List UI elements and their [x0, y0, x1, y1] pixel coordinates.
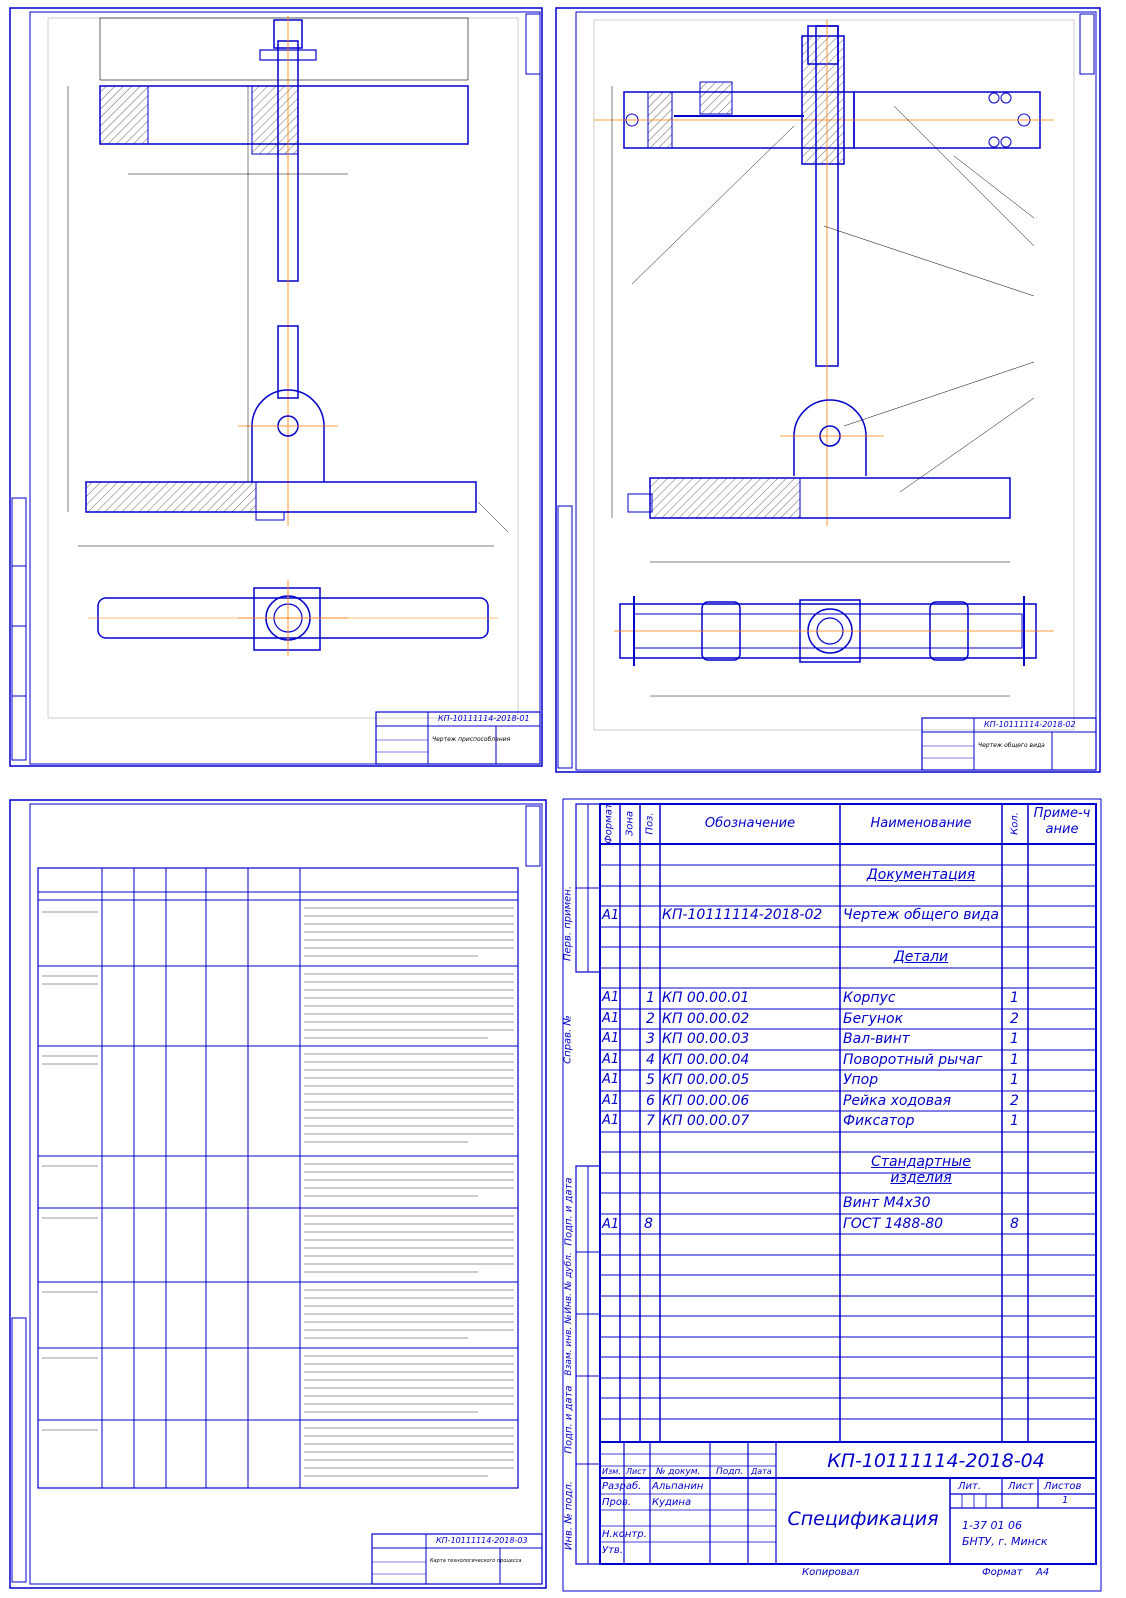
stamp-title: Спецификация [787, 1508, 939, 1530]
part-format: А1 [602, 1093, 620, 1108]
stamp-podp: Подп. [716, 1467, 744, 1477]
part-designation: КП 00.00.04 [662, 1052, 750, 1068]
part-qty: 1 [1010, 1113, 1019, 1129]
side-label-podp-data-1: Подп. и дата [563, 1177, 575, 1246]
drawing-sheet-2[interactable]: КП-10111114-2018-02 Чертеж общего вида [554, 6, 1102, 774]
part-pos: 2 [646, 1011, 655, 1027]
stamp-prov-name: Кудина [652, 1497, 692, 1508]
part-pos: 1 [646, 990, 655, 1006]
sheet-1-code: КП-10111114-2018-01 [438, 714, 530, 723]
header-designation: Обозначение [704, 816, 796, 831]
stamp-izm: Изм. [602, 1467, 621, 1476]
header-zone: Зона [624, 810, 636, 837]
doc-row-designation: КП-10111114-2018-02 [662, 907, 823, 923]
side-label-vzam-inv: Взам. инв. № [564, 1314, 574, 1376]
part-format: А1 [602, 1011, 620, 1026]
part-name: Фиксатор [843, 1113, 915, 1129]
section-parts: Детали [893, 949, 949, 965]
drawing-sheet-3[interactable]: КП-10111114-2018-03 Карта технологическо… [8, 798, 548, 1590]
header-note: Приме-чание [1033, 806, 1091, 837]
std-row-qty: 8 [1010, 1216, 1019, 1232]
side-label-perv-primen: Перв. примен. [562, 885, 574, 962]
part-designation: КП 00.00.02 [662, 1011, 750, 1027]
part-format: А1 [602, 1113, 620, 1128]
part-designation: КП 00.00.05 [662, 1072, 750, 1088]
stamp-data: Дата [751, 1467, 772, 1476]
stamp-format: Формат [982, 1567, 1023, 1578]
part-name: Поворотный рычаг [843, 1052, 983, 1068]
stamp-razrab-name: Альпанин [652, 1481, 704, 1492]
stamp-razrab: Разраб. [602, 1481, 642, 1492]
stamp-sheets: Листов [1044, 1481, 1082, 1492]
part-pos: 5 [646, 1072, 655, 1088]
side-label-podp-data-2: Подп. и дата [563, 1385, 575, 1454]
part-format: А1 [602, 1031, 620, 1046]
stamp-group: 1-37 01 06 [962, 1519, 1022, 1532]
sheet-3-code: КП-10111114-2018-03 [436, 1536, 528, 1545]
part-pos: 4 [646, 1052, 655, 1068]
part-format: А1 [602, 990, 620, 1005]
header-name: Наименование [870, 816, 972, 831]
stamp-nkontr: Н.контр. [602, 1529, 647, 1540]
sheet-1-title: Чертеж приспособления [432, 736, 511, 743]
std-row-name-1: Винт М4х30 [843, 1195, 931, 1211]
stamp-organization: БНТУ, г. Минск [962, 1535, 1048, 1548]
part-designation: КП 00.00.07 [662, 1113, 750, 1129]
part-designation: КП 00.00.06 [662, 1093, 750, 1109]
sheet-3-title: Карта технологического процесса [430, 1558, 522, 1564]
doc-row-format: А1 [602, 908, 620, 923]
part-name: Бегунок [843, 1011, 904, 1027]
part-qty: 1 [1010, 1072, 1019, 1088]
part-format: А1 [602, 1052, 620, 1067]
header-pos: Поз. [644, 812, 656, 835]
std-row-pos: 8 [644, 1216, 653, 1232]
sheet-2-title: Чертеж общего вида [978, 742, 1045, 749]
stamp-prov: Пров. [602, 1497, 632, 1508]
part-designation: КП 00.00.03 [662, 1031, 750, 1047]
side-label-inv-dubl: Инв. № дубл. [564, 1252, 574, 1314]
stamp-list: Лист [626, 1467, 647, 1476]
part-format: А1 [602, 1072, 620, 1087]
part-designation: КП 00.00.01 [662, 990, 750, 1006]
part-qty: 1 [1010, 990, 1019, 1006]
stamp-sheets-value: 1 [1062, 1495, 1069, 1506]
sheet-2-code: КП-10111114-2018-02 [984, 720, 1076, 729]
header-format: Формат [603, 803, 615, 844]
part-pos: 3 [646, 1031, 655, 1047]
stamp-code: КП-10111114-2018-04 [827, 1450, 1045, 1472]
side-label-inv-podl: Инв. № подл. [563, 1481, 575, 1550]
stamp-utv: Утв. [602, 1545, 623, 1556]
stamp-lit: Лит. [958, 1481, 982, 1492]
specification-sheet[interactable]: Перв. примен. Справ. № Подп. и дата Инв.… [562, 798, 1102, 1592]
part-pos: 7 [646, 1113, 655, 1129]
section-documentation: Документация [866, 867, 976, 883]
side-label-sprav-no: Справ. № [562, 1015, 574, 1064]
part-qty: 1 [1010, 1031, 1019, 1047]
std-row-name-2: ГОСТ 1488-80 [843, 1216, 944, 1232]
part-name: Упор [843, 1072, 879, 1088]
stamp-sheet: Лист [1008, 1481, 1034, 1492]
header-qty: Кол. [1009, 812, 1021, 835]
stamp-copied: Копировал [802, 1567, 860, 1578]
part-name: Вал-винт [843, 1031, 910, 1047]
part-qty: 2 [1010, 1093, 1019, 1109]
part-qty: 2 [1010, 1011, 1019, 1027]
section-standard-items: Стандартные изделия [871, 1154, 971, 1186]
part-pos: 6 [646, 1093, 655, 1109]
stamp-format-value: А4 [1036, 1567, 1050, 1578]
part-name: Корпус [843, 990, 896, 1006]
part-name: Рейка ходовая [843, 1093, 951, 1109]
std-row-format: А1 [602, 1217, 620, 1232]
stamp-ndoc: № докум. [656, 1467, 701, 1477]
doc-row-name: Чертеж общего вида [843, 907, 999, 923]
drawing-sheet-1[interactable]: КП-10111114-2018-01 Чертеж приспособлени… [8, 6, 544, 768]
part-qty: 1 [1010, 1052, 1019, 1068]
